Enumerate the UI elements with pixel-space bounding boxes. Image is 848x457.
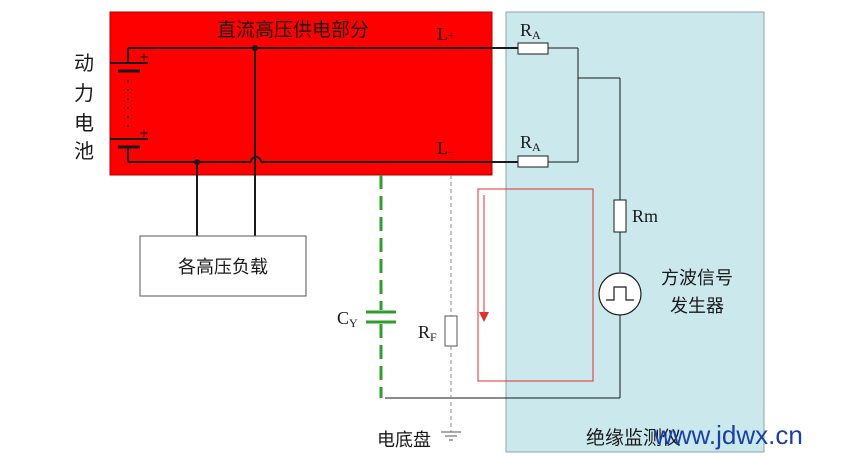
l-minus-label: L−	[437, 138, 454, 159]
rf-label: RF	[418, 322, 437, 344]
generator-label-line1: 方波信号	[661, 268, 733, 289]
junction-l-plus	[252, 45, 258, 51]
rm-label: Rm	[632, 206, 658, 226]
battery-label-4: 池	[74, 139, 94, 163]
ra-label-top: RA	[520, 20, 541, 42]
l-plus-label: L+	[437, 24, 454, 44]
measurement-loop-arrow-head	[479, 312, 489, 322]
square-wave-icon	[606, 286, 634, 301]
battery-label-2: 力	[74, 81, 94, 105]
rf-resistor	[444, 315, 458, 347]
monitor-label: 绝缘监测仪	[586, 427, 681, 449]
battery-label-1: 动	[74, 51, 94, 75]
battery-label-3: 电	[74, 111, 94, 135]
monitor-region	[505, 11, 765, 453]
cy-label: CY	[337, 308, 358, 330]
hv-section-title: 直流高压供电部分	[217, 19, 369, 41]
rm-resistor	[613, 199, 627, 233]
load-label: 各高压负载	[178, 257, 268, 278]
square-wave-generator	[598, 272, 642, 316]
hv-section-region	[109, 11, 493, 176]
battery-plus-1: +	[139, 50, 149, 64]
chassis-label: 电底盘	[377, 430, 431, 451]
ra-label-bottom: RA	[520, 132, 541, 154]
junction-l-minus	[194, 159, 200, 165]
load-box	[139, 235, 307, 297]
battery-plus-2: +	[139, 126, 149, 140]
measurement-loop	[477, 188, 594, 382]
watermark: www.jdwx.cn	[653, 420, 803, 450]
ra-resistor-top	[517, 42, 549, 55]
ra-resistor-bottom	[517, 155, 549, 168]
generator-label-line2: 发生器	[670, 296, 724, 317]
